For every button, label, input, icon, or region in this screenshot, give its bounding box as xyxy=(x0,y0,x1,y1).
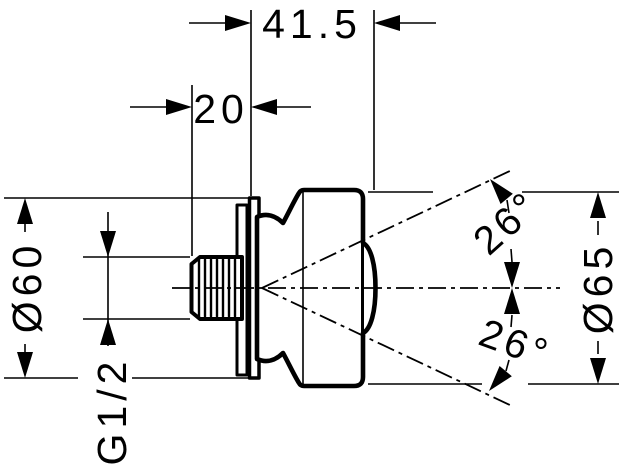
dim-label-body-diameter: Ø65 xyxy=(575,242,621,335)
arrow-body-top xyxy=(590,192,606,218)
dim-label-plate-diameter: Ø60 xyxy=(4,241,50,334)
spray-axis-lower xyxy=(261,287,513,407)
dimension-lines xyxy=(4,10,619,385)
dim-connector-angle-upper-b xyxy=(510,248,513,263)
arrow-depth-left xyxy=(225,15,251,31)
arrow-angle-axis-lower xyxy=(489,365,512,391)
arrow-thread-depth-left xyxy=(166,99,192,115)
spray-axis-upper xyxy=(261,169,513,289)
dim-connector-angle-lower-a xyxy=(510,314,513,328)
dim-label-spray-angle-upper: 26° xyxy=(465,182,548,263)
arrow-thread-size-bottom xyxy=(100,319,116,345)
arrow-angle-axis-upper xyxy=(490,179,513,205)
centerlines xyxy=(172,169,560,407)
arrow-depth-right xyxy=(374,15,400,31)
dim-label-spray-angle-lower: 26° xyxy=(473,311,556,377)
dim-label-thread-size: G1/2 xyxy=(89,357,135,466)
dim-label-depth-total: 41.5 xyxy=(262,1,362,47)
arrow-angle-center-lower xyxy=(504,288,520,314)
arrow-body-bottom xyxy=(590,358,606,384)
dimension-arrows xyxy=(17,15,606,391)
arrow-plate-top xyxy=(17,198,33,224)
arrow-thread-size-top xyxy=(100,231,116,257)
arrow-thread-depth-right xyxy=(251,99,277,115)
arrow-plate-bottom xyxy=(17,352,33,378)
dim-label-thread-depth: 20 xyxy=(193,86,249,132)
dim-connector-angle-upper-a xyxy=(506,199,510,214)
dim-connector-angle-lower-b xyxy=(505,359,510,372)
arrow-angle-center-upper xyxy=(504,262,520,288)
